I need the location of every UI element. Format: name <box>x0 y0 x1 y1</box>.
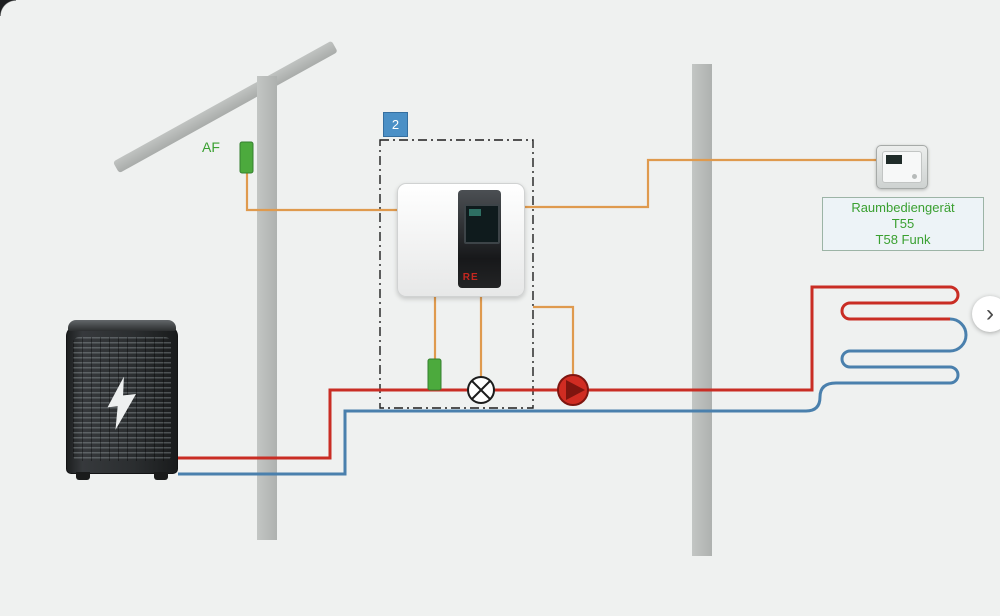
hydro-unit-control-panel: RE <box>458 189 502 289</box>
outdoor-heat-pump <box>66 320 178 480</box>
mixing-valve-icon <box>467 376 495 404</box>
heat-pump-top-cap <box>68 320 176 331</box>
thermostat-face <box>882 151 922 183</box>
heat-pump-foot <box>154 472 168 480</box>
chevron-right-icon: › <box>986 300 994 327</box>
heat-pump-foot <box>76 472 90 480</box>
roof-rafter <box>112 40 338 174</box>
room-controller-device <box>876 145 928 189</box>
supply-pipe <box>178 285 960 460</box>
next-arrow-button[interactable]: › <box>972 296 1000 332</box>
indoor-hydro-unit: RE <box>397 183 525 297</box>
caption-line-1: Raumbediengerät <box>851 200 955 215</box>
caption-line-2: T55 <box>891 216 915 231</box>
display-pixels <box>469 209 482 217</box>
corner-artifact <box>0 0 16 16</box>
circulation-pump-icon <box>557 374 589 406</box>
wall-post-left <box>257 76 277 540</box>
signal-wire-pump <box>533 305 575 374</box>
thermostat-display <box>886 155 902 164</box>
wall-post-right <box>692 64 712 556</box>
outdoor-sensor-icon <box>239 141 254 174</box>
boundary-box-tag: 2 <box>383 112 408 137</box>
hydro-unit-display <box>464 204 500 244</box>
thermostat-dial <box>912 174 917 179</box>
flow-sensor-icon <box>427 358 442 391</box>
return-pipe <box>178 317 968 476</box>
outdoor-sensor-label: AF <box>202 139 220 155</box>
caption-line-3: T58 Funk <box>875 232 931 247</box>
brand-logo: RE <box>462 272 479 284</box>
lightning-icon <box>107 376 136 431</box>
room-controller-caption: Raumbediengerät T55 T58 Funk <box>822 197 984 251</box>
